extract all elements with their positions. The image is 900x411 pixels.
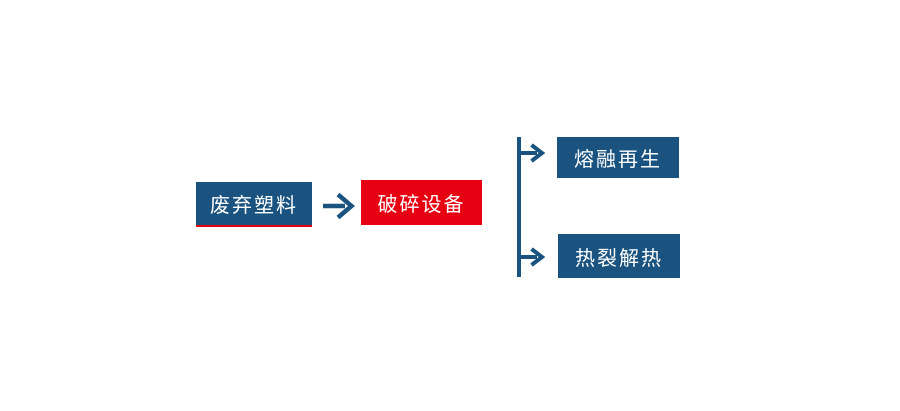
node-pyrolysis-heat-label: 热裂解热	[575, 247, 663, 270]
branch-arrow-bottom-icon	[519, 247, 545, 267]
node-melt-regeneration: 熔融再生	[557, 137, 679, 178]
branch-arrow-top-icon	[519, 143, 545, 163]
node-melt-regeneration-label: 熔融再生	[574, 149, 662, 171]
node-pyrolysis-heat: 热裂解热	[558, 234, 680, 278]
node-waste-plastic-label: 废弃塑料	[210, 195, 298, 217]
right-arrow-icon	[323, 192, 355, 220]
branch-connector-line	[517, 137, 521, 277]
node-waste-plastic: 废弃塑料	[196, 182, 312, 227]
node-crushing-equipment: 破碎设备	[361, 180, 482, 225]
node-crushing-equipment-label: 破碎设备	[377, 194, 466, 216]
